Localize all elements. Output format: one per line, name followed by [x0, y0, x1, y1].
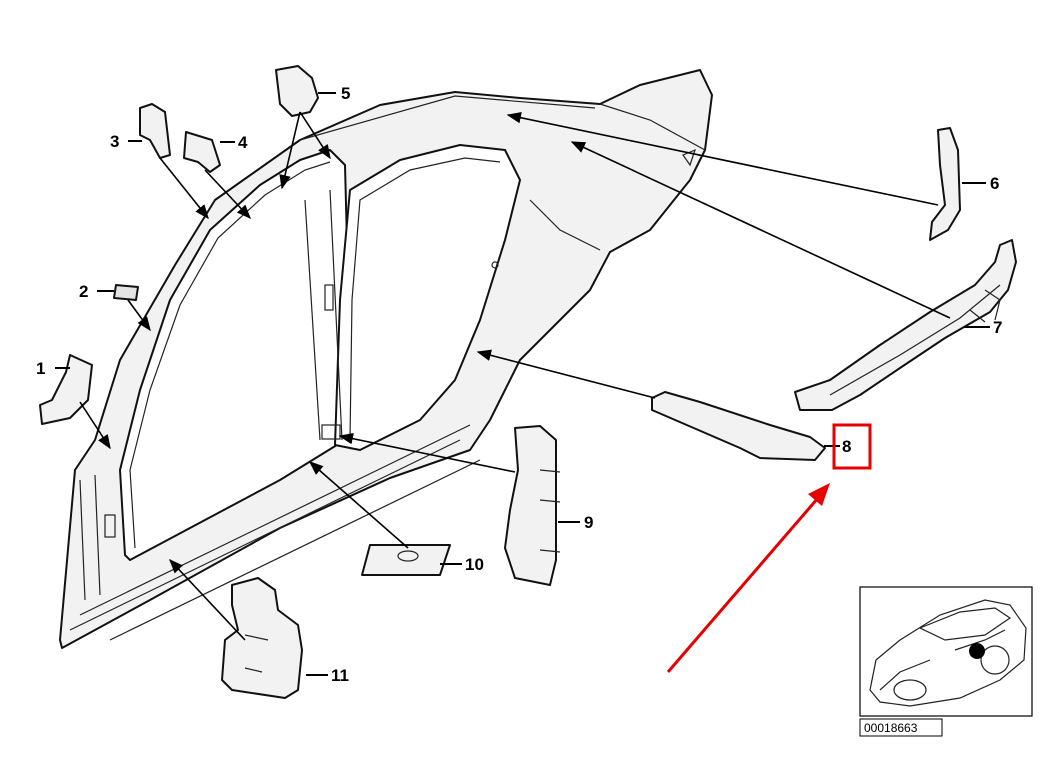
callout-number: 5 [341, 84, 350, 103]
callout-6[interactable]: 6 [962, 174, 999, 193]
highlight-box [832, 423, 872, 470]
callout-number: 10 [465, 555, 484, 574]
callout-4[interactable]: 4 [220, 133, 248, 152]
part-2-shape [113, 284, 139, 301]
part-9-shape [504, 425, 557, 586]
part-1-shape [39, 354, 93, 425]
location-dot [969, 643, 985, 659]
callout-9[interactable]: 9 [558, 513, 593, 532]
callout-number: 6 [990, 174, 999, 193]
callout-1[interactable]: 1 [36, 359, 70, 378]
callout-8[interactable]: 8 [824, 437, 851, 456]
part-11-shape [221, 577, 303, 699]
leader-lines [79, 111, 951, 641]
callout-11[interactable]: 11 [306, 666, 349, 685]
callout-7[interactable]: 7 [964, 318, 1002, 337]
part-7-shape [794, 239, 1017, 411]
callout-number: 3 [110, 132, 119, 151]
inset-code: 00018663 [864, 721, 918, 735]
part-10-shape [361, 544, 451, 576]
part-8-shape [651, 391, 826, 461]
callout-number: 11 [331, 666, 349, 685]
callout-number: 7 [993, 318, 1002, 337]
callout-number: 8 [842, 437, 851, 456]
body-side-frame [59, 69, 713, 649]
callout-number: 4 [238, 133, 248, 152]
callout-number: 9 [584, 513, 593, 532]
part-5-shape [275, 65, 319, 117]
part-6-shape [929, 127, 961, 241]
callout-10[interactable]: 10 [440, 555, 484, 574]
part-3-shape [139, 103, 171, 159]
callout-3[interactable]: 3 [110, 132, 142, 151]
callout-number: 2 [79, 282, 88, 301]
highlight-arrow [666, 483, 830, 673]
locator-inset: 00018663 [859, 586, 1033, 737]
part-4-shape [183, 131, 221, 173]
callout-5[interactable]: 5 [318, 84, 350, 103]
callout-2[interactable]: 2 [79, 282, 114, 301]
callout-number: 1 [36, 359, 45, 378]
